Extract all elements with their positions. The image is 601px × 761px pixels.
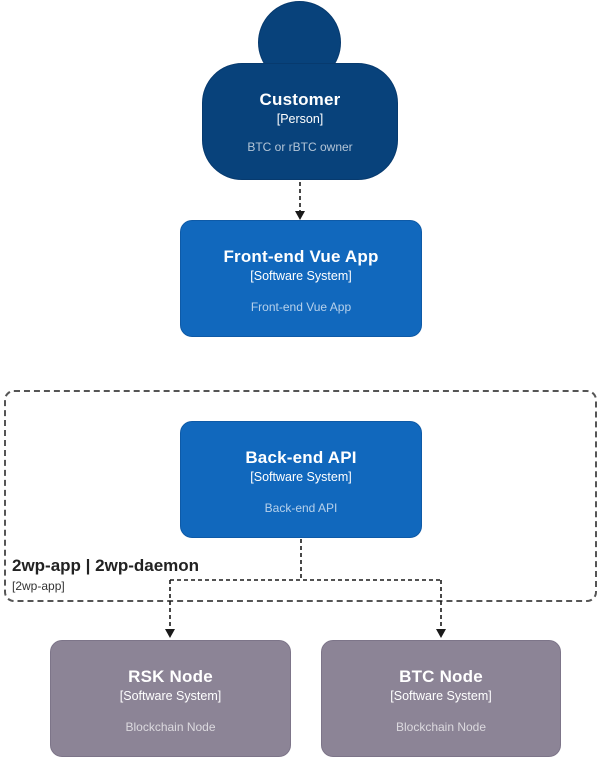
customer-to-frontend-arrow (295, 182, 305, 220)
btc-description: Blockchain Node (395, 720, 487, 735)
btc-title: BTC Node (399, 667, 483, 686)
rsk-type-label: [Software System] (119, 689, 222, 704)
boundary-title: 2wp-app | 2wp-daemon (12, 556, 200, 575)
customer-person-shape: Customer [Person] BTC or rBTC owner (202, 63, 398, 180)
customer-description: BTC or rBTC owner (247, 140, 353, 155)
frontend-type-label: [Software System] (250, 269, 352, 284)
backend-description: Back-end API (264, 501, 338, 516)
frontend-description: Front-end Vue App (250, 300, 352, 315)
customer-title: Customer (259, 90, 341, 109)
backend-type-label: [Software System] (250, 470, 352, 485)
backend-system-box: Back-end API [Software System] Back-end … (180, 421, 422, 538)
rsk-description: Blockchain Node (125, 720, 216, 735)
frontend-title: Front-end Vue App (223, 247, 379, 266)
boundary-subtitle: [2wp-app] (12, 579, 65, 593)
customer-type-label: [Person] (276, 112, 324, 127)
frontend-system-box: Front-end Vue App [Software System] Fron… (180, 220, 422, 337)
system-boundary (4, 390, 597, 602)
system-boundary-label: 2wp-app | 2wp-daemon [2wp-app] (12, 556, 199, 593)
btc-type-label: [Software System] (390, 689, 492, 704)
rsk-title: RSK Node (128, 667, 213, 686)
backend-title: Back-end API (245, 448, 357, 467)
rsk-node-box: RSK Node [Software System] Blockchain No… (50, 640, 291, 757)
btc-node-box: BTC Node [Software System] Blockchain No… (321, 640, 561, 757)
